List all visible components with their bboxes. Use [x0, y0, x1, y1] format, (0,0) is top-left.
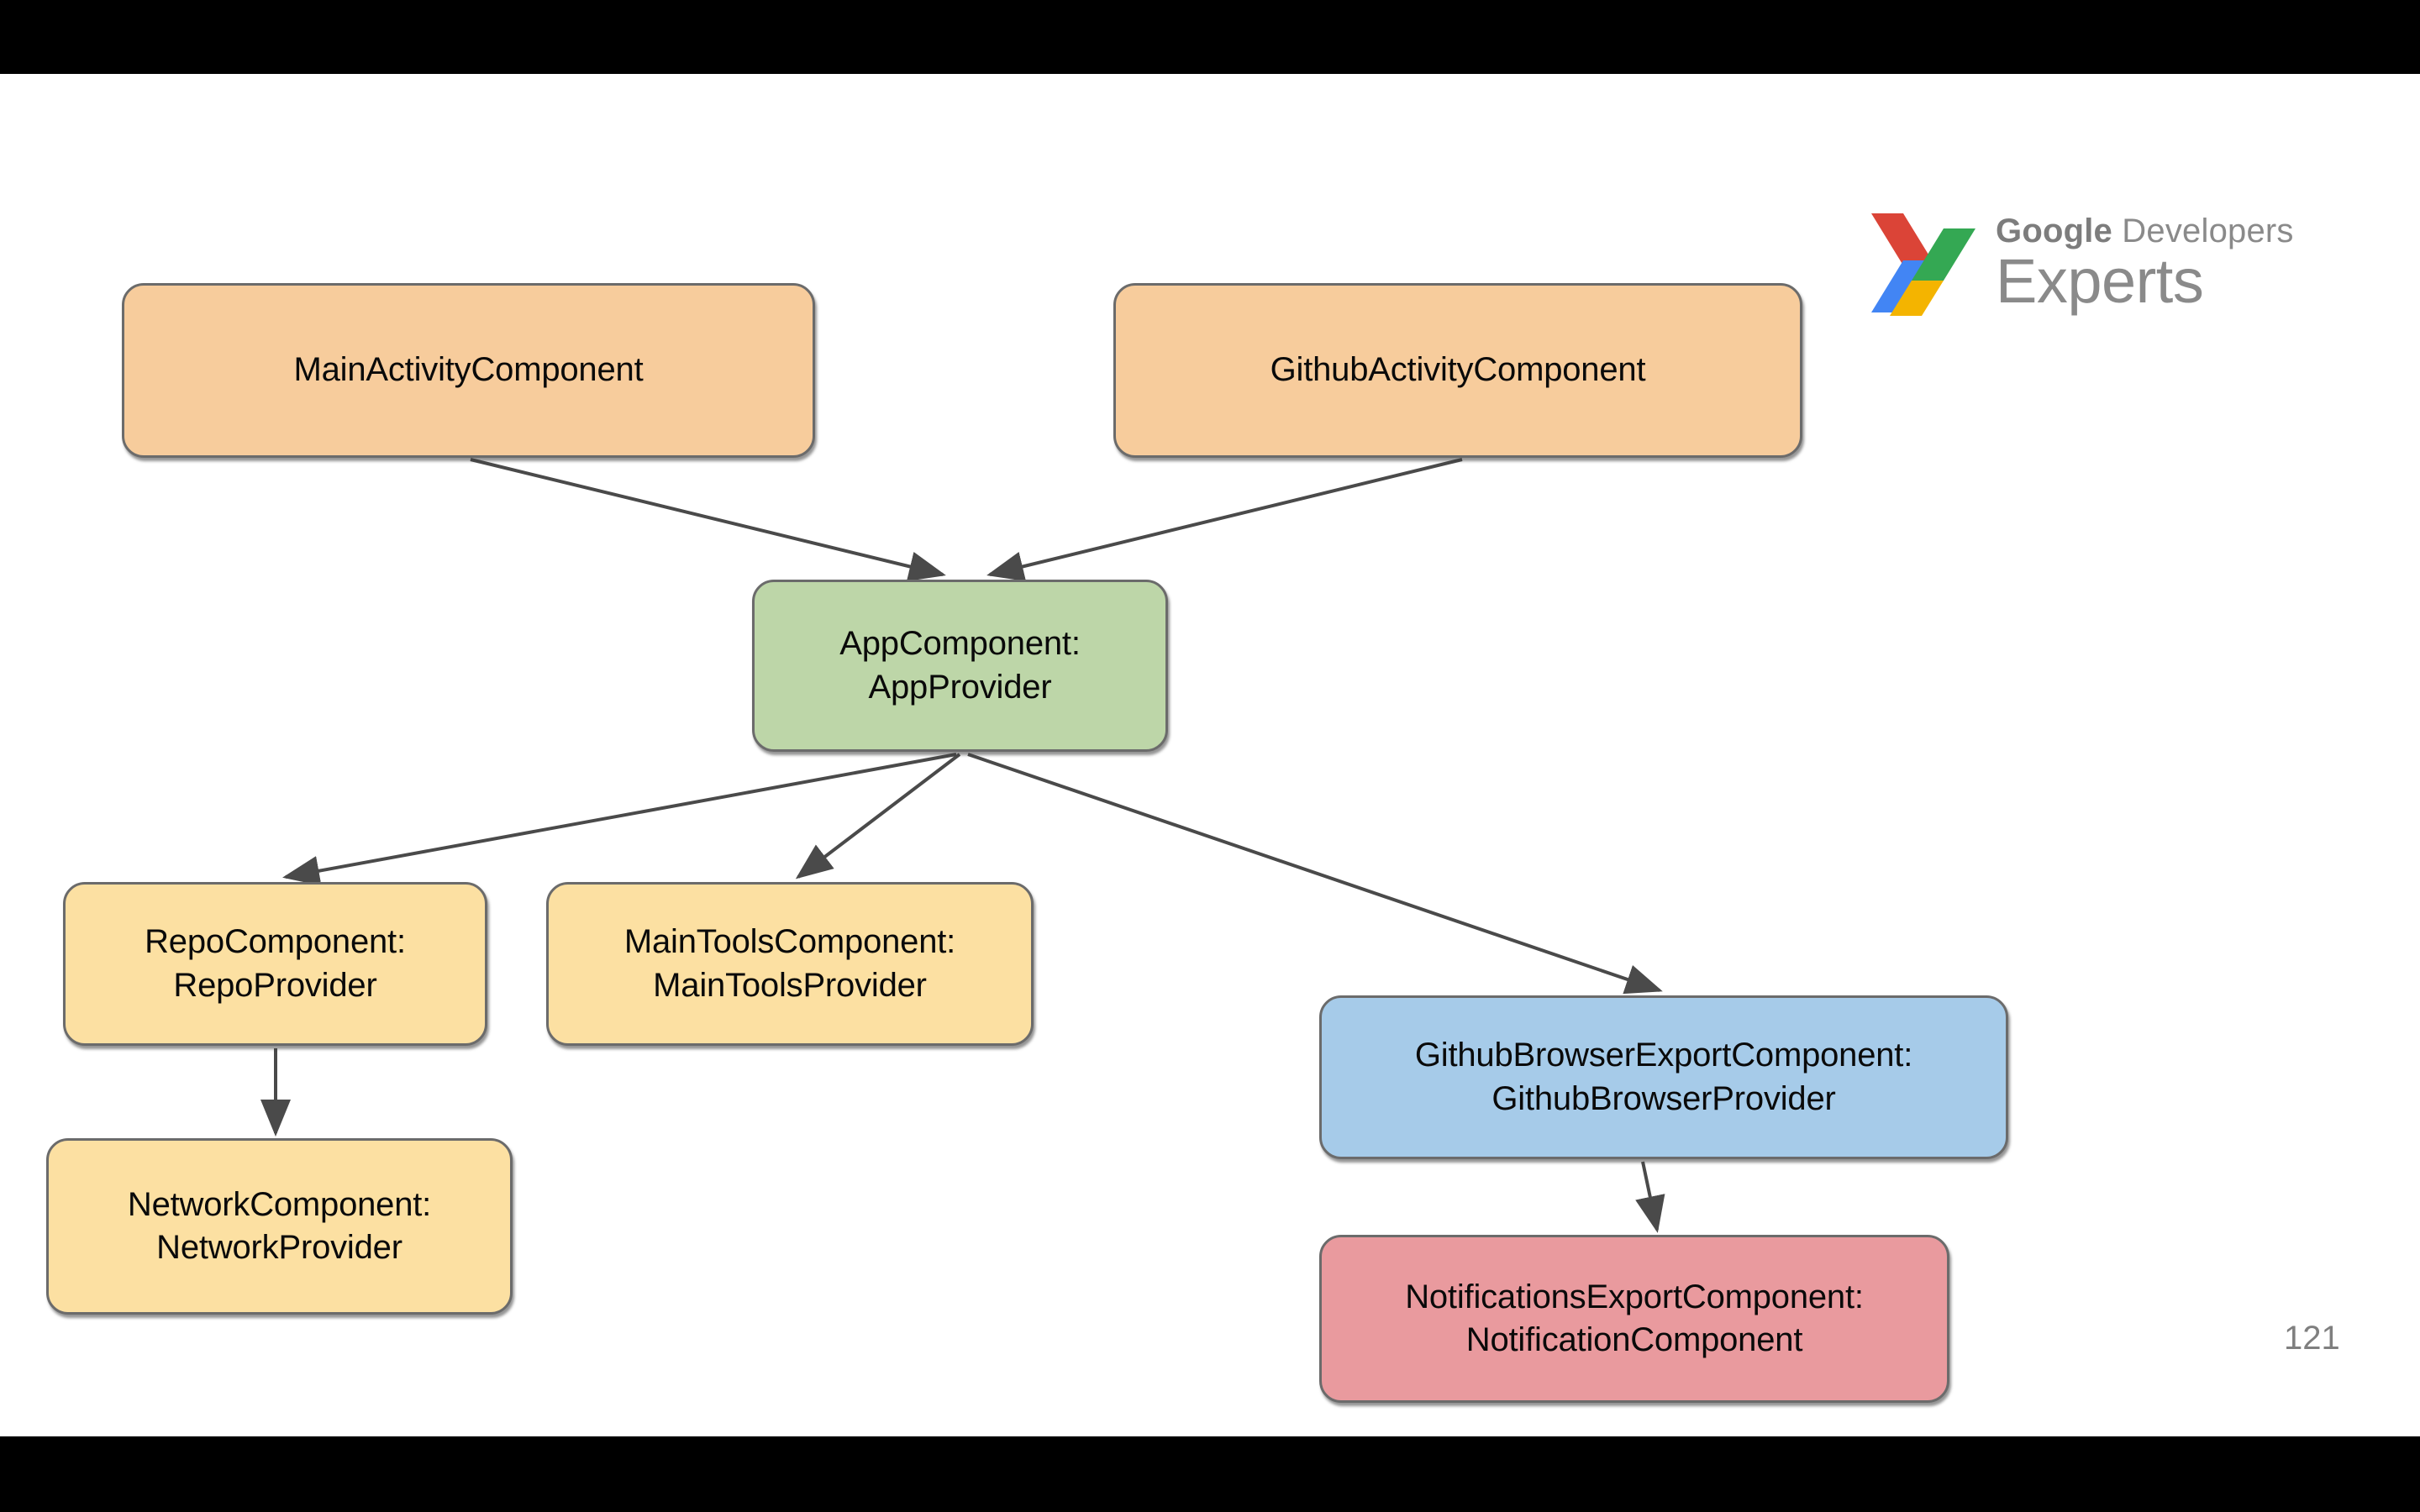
gde-x-mark-icon [1871, 213, 1975, 316]
component-dependency-diagram: MainActivityComponent GithubActivityComp… [0, 74, 2420, 1436]
slide-canvas: MainActivityComponent GithubActivityComp… [0, 74, 2420, 1436]
logo-wordmark: Google Developers Experts [1996, 213, 2294, 312]
logo-google-word: Google [1996, 212, 2112, 249]
page-number: 121 [2284, 1320, 2340, 1357]
logo-line-experts: Experts [1996, 246, 2204, 317]
node-network-component[interactable]: NetworkComponent: NetworkProvider [46, 1138, 513, 1315]
edge-github-activity-to-app [986, 458, 1463, 582]
node-github-browser-export-component[interactable]: GithubBrowserExportComponent: GithubBrow… [1319, 995, 2008, 1159]
edge-app-to-github-browser [967, 753, 1663, 995]
edge-main-activity-to-app [470, 458, 946, 582]
node-app-component[interactable]: AppComponent: AppProvider [752, 580, 1168, 752]
node-label: RepoComponent: RepoProvider [145, 923, 406, 1004]
edge-github-browser-to-notif [1635, 1161, 1665, 1233]
edge-app-to-main-tools [795, 753, 961, 879]
logo-developers-word: Developers [2112, 212, 2294, 249]
node-label: GithubActivityComponent [1270, 351, 1646, 389]
letterbox-bar-bottom [0, 1436, 2420, 1512]
node-label: NetworkComponent: NetworkProvider [127, 1185, 432, 1266]
letterbox-bar-top [0, 0, 2420, 74]
node-main-tools-component[interactable]: MainToolsComponent: MainToolsProvider [546, 882, 1034, 1046]
node-label: MainToolsComponent: MainToolsProvider [623, 923, 956, 1004]
node-notifications-export-component[interactable]: NotificationsExportComponent: Notificati… [1319, 1235, 1949, 1403]
logo-line-google-developers: Google Developers [1996, 213, 2294, 249]
node-github-activity-component[interactable]: GithubActivityComponent [1113, 283, 1802, 458]
node-repo-component[interactable]: RepoComponent: RepoProvider [63, 882, 487, 1046]
node-main-activity-component[interactable]: MainActivityComponent [122, 283, 815, 458]
node-label: MainActivityComponent [293, 351, 644, 389]
edge-app-to-repo [282, 753, 957, 886]
node-label: GithubBrowserExportComponent: GithubBrow… [1414, 1037, 1913, 1117]
google-developers-experts-logo: Google Developers Experts [1870, 196, 2357, 330]
node-label: AppComponent: AppProvider [839, 625, 1081, 706]
node-label: NotificationsExportComponent: Notificati… [1405, 1278, 1864, 1358]
